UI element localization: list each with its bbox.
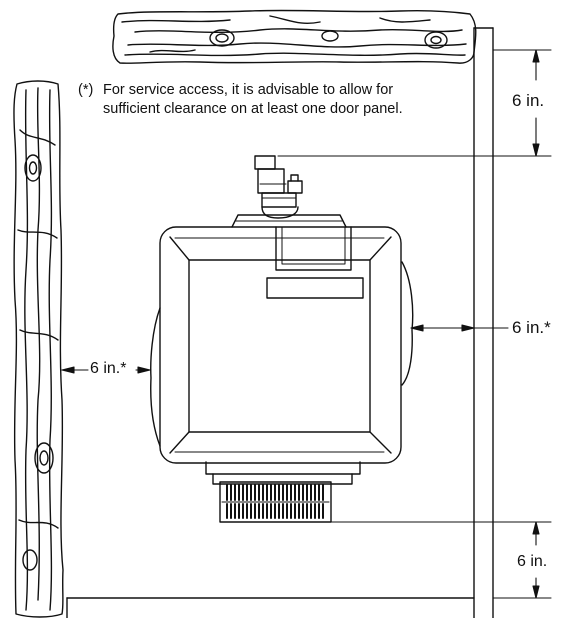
note-line-2: sufficient clearance on at least one doo… [103,101,403,117]
base-plate [205,461,361,475]
walls [66,27,494,619]
left-dimension [61,366,151,374]
left-clearance-label: 6 in.* [90,360,127,377]
top-ridge [231,214,347,228]
bottom-dimension [330,521,552,599]
top-clearance-label: 6 in. [512,91,545,110]
right-dimension [410,324,509,332]
note-line-1: For service access, it is advisable to a… [103,82,394,98]
left-side-panel [150,307,161,447]
right-clearance-label: 6 in.* [512,318,551,337]
right-side-panel [401,261,414,386]
vent-grille [219,481,332,523]
heater-unit [150,155,414,523]
top-dimension [277,49,552,157]
heater-body [159,226,402,464]
label-slot [266,277,364,299]
top-log [112,9,477,64]
bottom-clearance-label: 6 in. [517,553,548,570]
valve [254,155,303,219]
left-log [13,80,64,618]
front-panel [188,259,371,433]
top-handle [275,226,352,271]
note-marker: (*) [78,82,94,98]
